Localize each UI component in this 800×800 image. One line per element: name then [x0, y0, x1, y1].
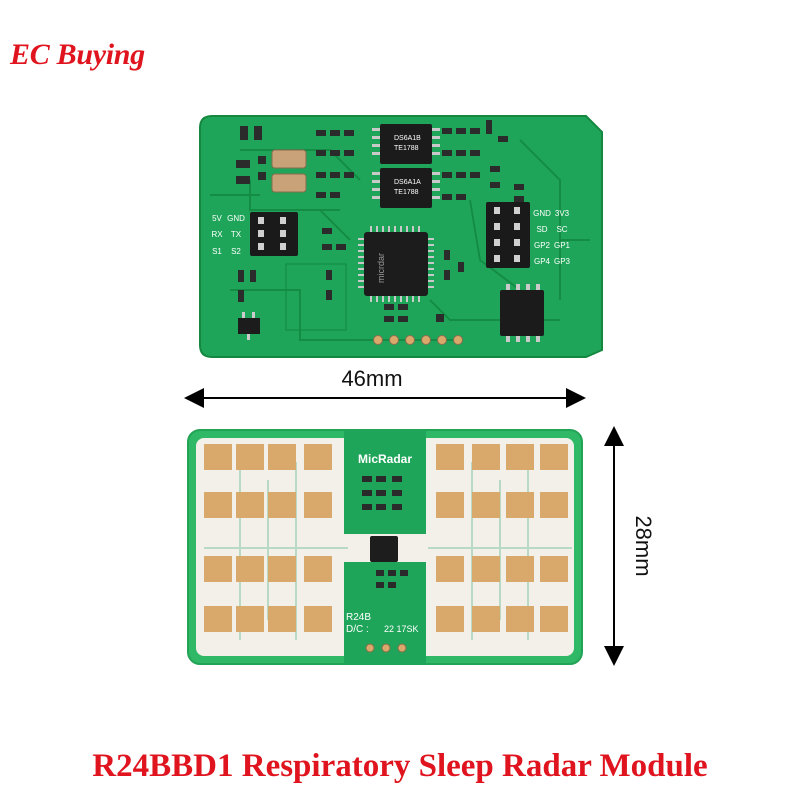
svg-text:TE1788: TE1788: [394, 145, 419, 152]
dc-label: D/C :: [346, 624, 369, 635]
svg-text:SD: SD: [536, 225, 547, 234]
model-label: R24B: [346, 612, 371, 623]
svg-text:RX: RX: [211, 230, 223, 239]
svg-text:SC: SC: [556, 225, 567, 234]
svg-text:GND: GND: [533, 209, 551, 218]
svg-text:GP3: GP3: [554, 257, 571, 266]
svg-text:TX: TX: [231, 230, 242, 239]
product-caption: R24BBD1 Respiratory Sleep Radar Module: [92, 748, 708, 784]
svg-text:GP2: GP2: [534, 241, 551, 250]
bottom-pcb-board: MicRadar R24B D/C : 22 17SK: [187, 429, 583, 665]
mcu-chip: micrdar: [358, 226, 434, 302]
svg-text:S2: S2: [231, 247, 241, 256]
svg-text:GP4: GP4: [534, 257, 551, 266]
height-dimension-label: 28mm: [631, 515, 656, 576]
svg-text:GND: GND: [227, 214, 245, 223]
svg-text:S1: S1: [212, 247, 222, 256]
svg-text:3V3: 3V3: [555, 209, 570, 218]
top-pcb-board: DS6A1B TE1788 DS6A1A TE1788: [199, 115, 603, 358]
radar-chip: [370, 536, 398, 562]
antenna-array-right: [436, 444, 568, 632]
top-ic-1: DS6A1B TE1788: [380, 124, 432, 164]
width-dimension-label: 46mm: [341, 366, 402, 391]
svg-text:TE1788: TE1788: [394, 189, 419, 196]
brand-logo: EC Buying: [10, 38, 145, 71]
svg-text:DS6A1A: DS6A1A: [394, 179, 421, 186]
svg-text:5V: 5V: [212, 214, 222, 223]
left-pin-header: 5V GND RX TX S1 S2: [211, 212, 298, 256]
soic8-chip: [500, 284, 544, 342]
svg-text:GP1: GP1: [554, 241, 571, 250]
svg-text:DS6A1B: DS6A1B: [394, 135, 421, 142]
dc-code: 22 17SK: [384, 624, 419, 634]
right-pin-header: GND 3V3 SD SC GP2 GP1 GP4 GP3: [486, 202, 571, 268]
svg-text:micrdar: micrdar: [376, 253, 386, 283]
top-ic-2: DS6A1A TE1788: [380, 168, 432, 208]
micradar-logo: MicRadar: [358, 452, 412, 466]
antenna-array-left: [204, 444, 332, 632]
